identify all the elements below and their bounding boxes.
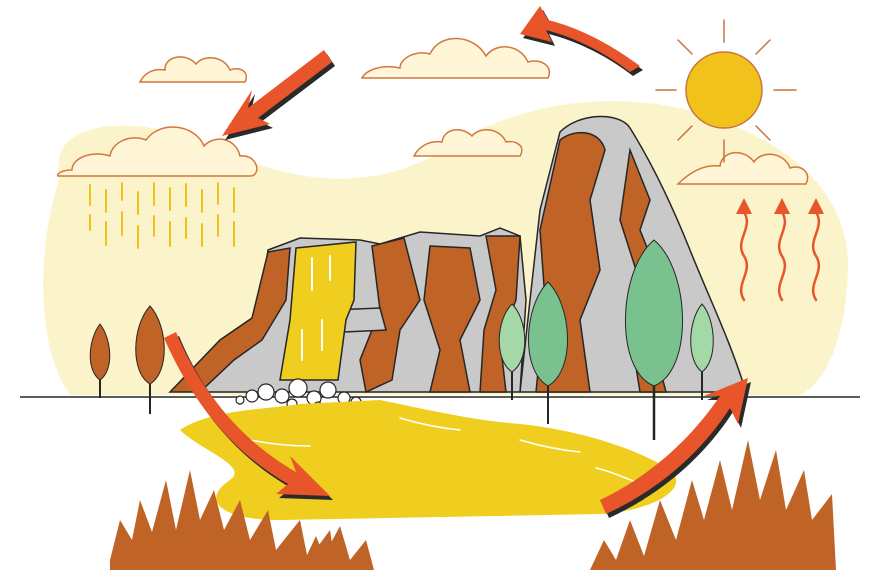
- cloud-icon: [362, 38, 549, 78]
- arrow-icon: [222, 50, 335, 140]
- tree-icon: [625, 240, 682, 440]
- cloud-icon: [140, 57, 246, 82]
